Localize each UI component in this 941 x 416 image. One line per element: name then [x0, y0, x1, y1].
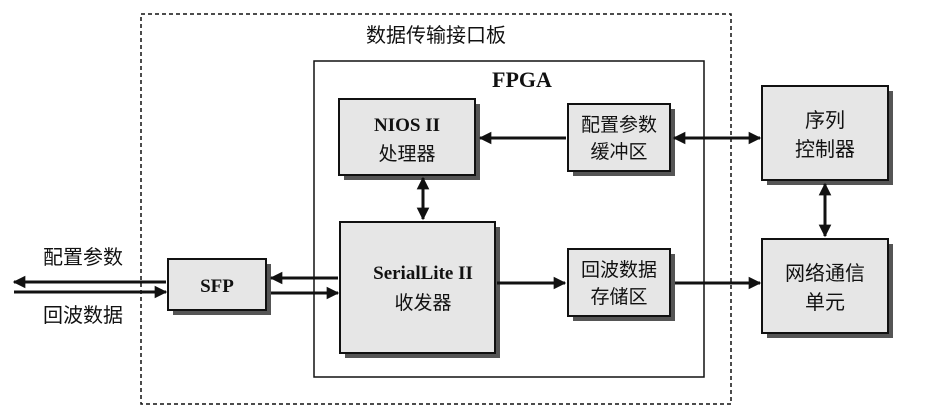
sfp-label: SFP	[200, 276, 234, 297]
nios-title: NIOS II	[374, 115, 440, 136]
network-unit-block: 网络通信 单元	[761, 238, 893, 338]
seriallite-block: SerialLite II 收发器	[339, 221, 500, 358]
nios-subtitle: 处理器	[378, 143, 435, 165]
network-unit-line2: 单元	[805, 290, 845, 314]
sfp-block: SFP	[167, 258, 271, 315]
sequence-controller-block: 序列 控制器	[761, 85, 893, 185]
external-echo-data-label: 回波数据	[43, 303, 123, 327]
echo-storage-block: 回波数据 存储区	[567, 248, 675, 321]
sequence-controller-line2: 控制器	[795, 137, 855, 161]
network-unit-line1: 网络通信	[785, 261, 865, 285]
interface-board-label: 数据传输接口板	[366, 23, 506, 47]
echo-storage-line2: 存储区	[590, 286, 647, 308]
seriallite-title: SerialLite II	[373, 263, 473, 284]
interface-board-boundary	[140, 13, 732, 405]
echo-storage-line1: 回波数据	[581, 259, 657, 281]
config-buffer-line2: 缓冲区	[590, 141, 647, 163]
external-config-params-label: 配置参数	[43, 245, 123, 269]
sequence-controller-line1: 序列	[805, 108, 845, 132]
fpga-label: FPGA	[492, 67, 552, 92]
config-buffer-line1: 配置参数	[581, 114, 657, 136]
nios-block: NIOS II 处理器	[338, 98, 480, 180]
seriallite-subtitle: 收发器	[394, 292, 451, 314]
config-buffer-block: 配置参数 缓冲区	[567, 103, 675, 176]
